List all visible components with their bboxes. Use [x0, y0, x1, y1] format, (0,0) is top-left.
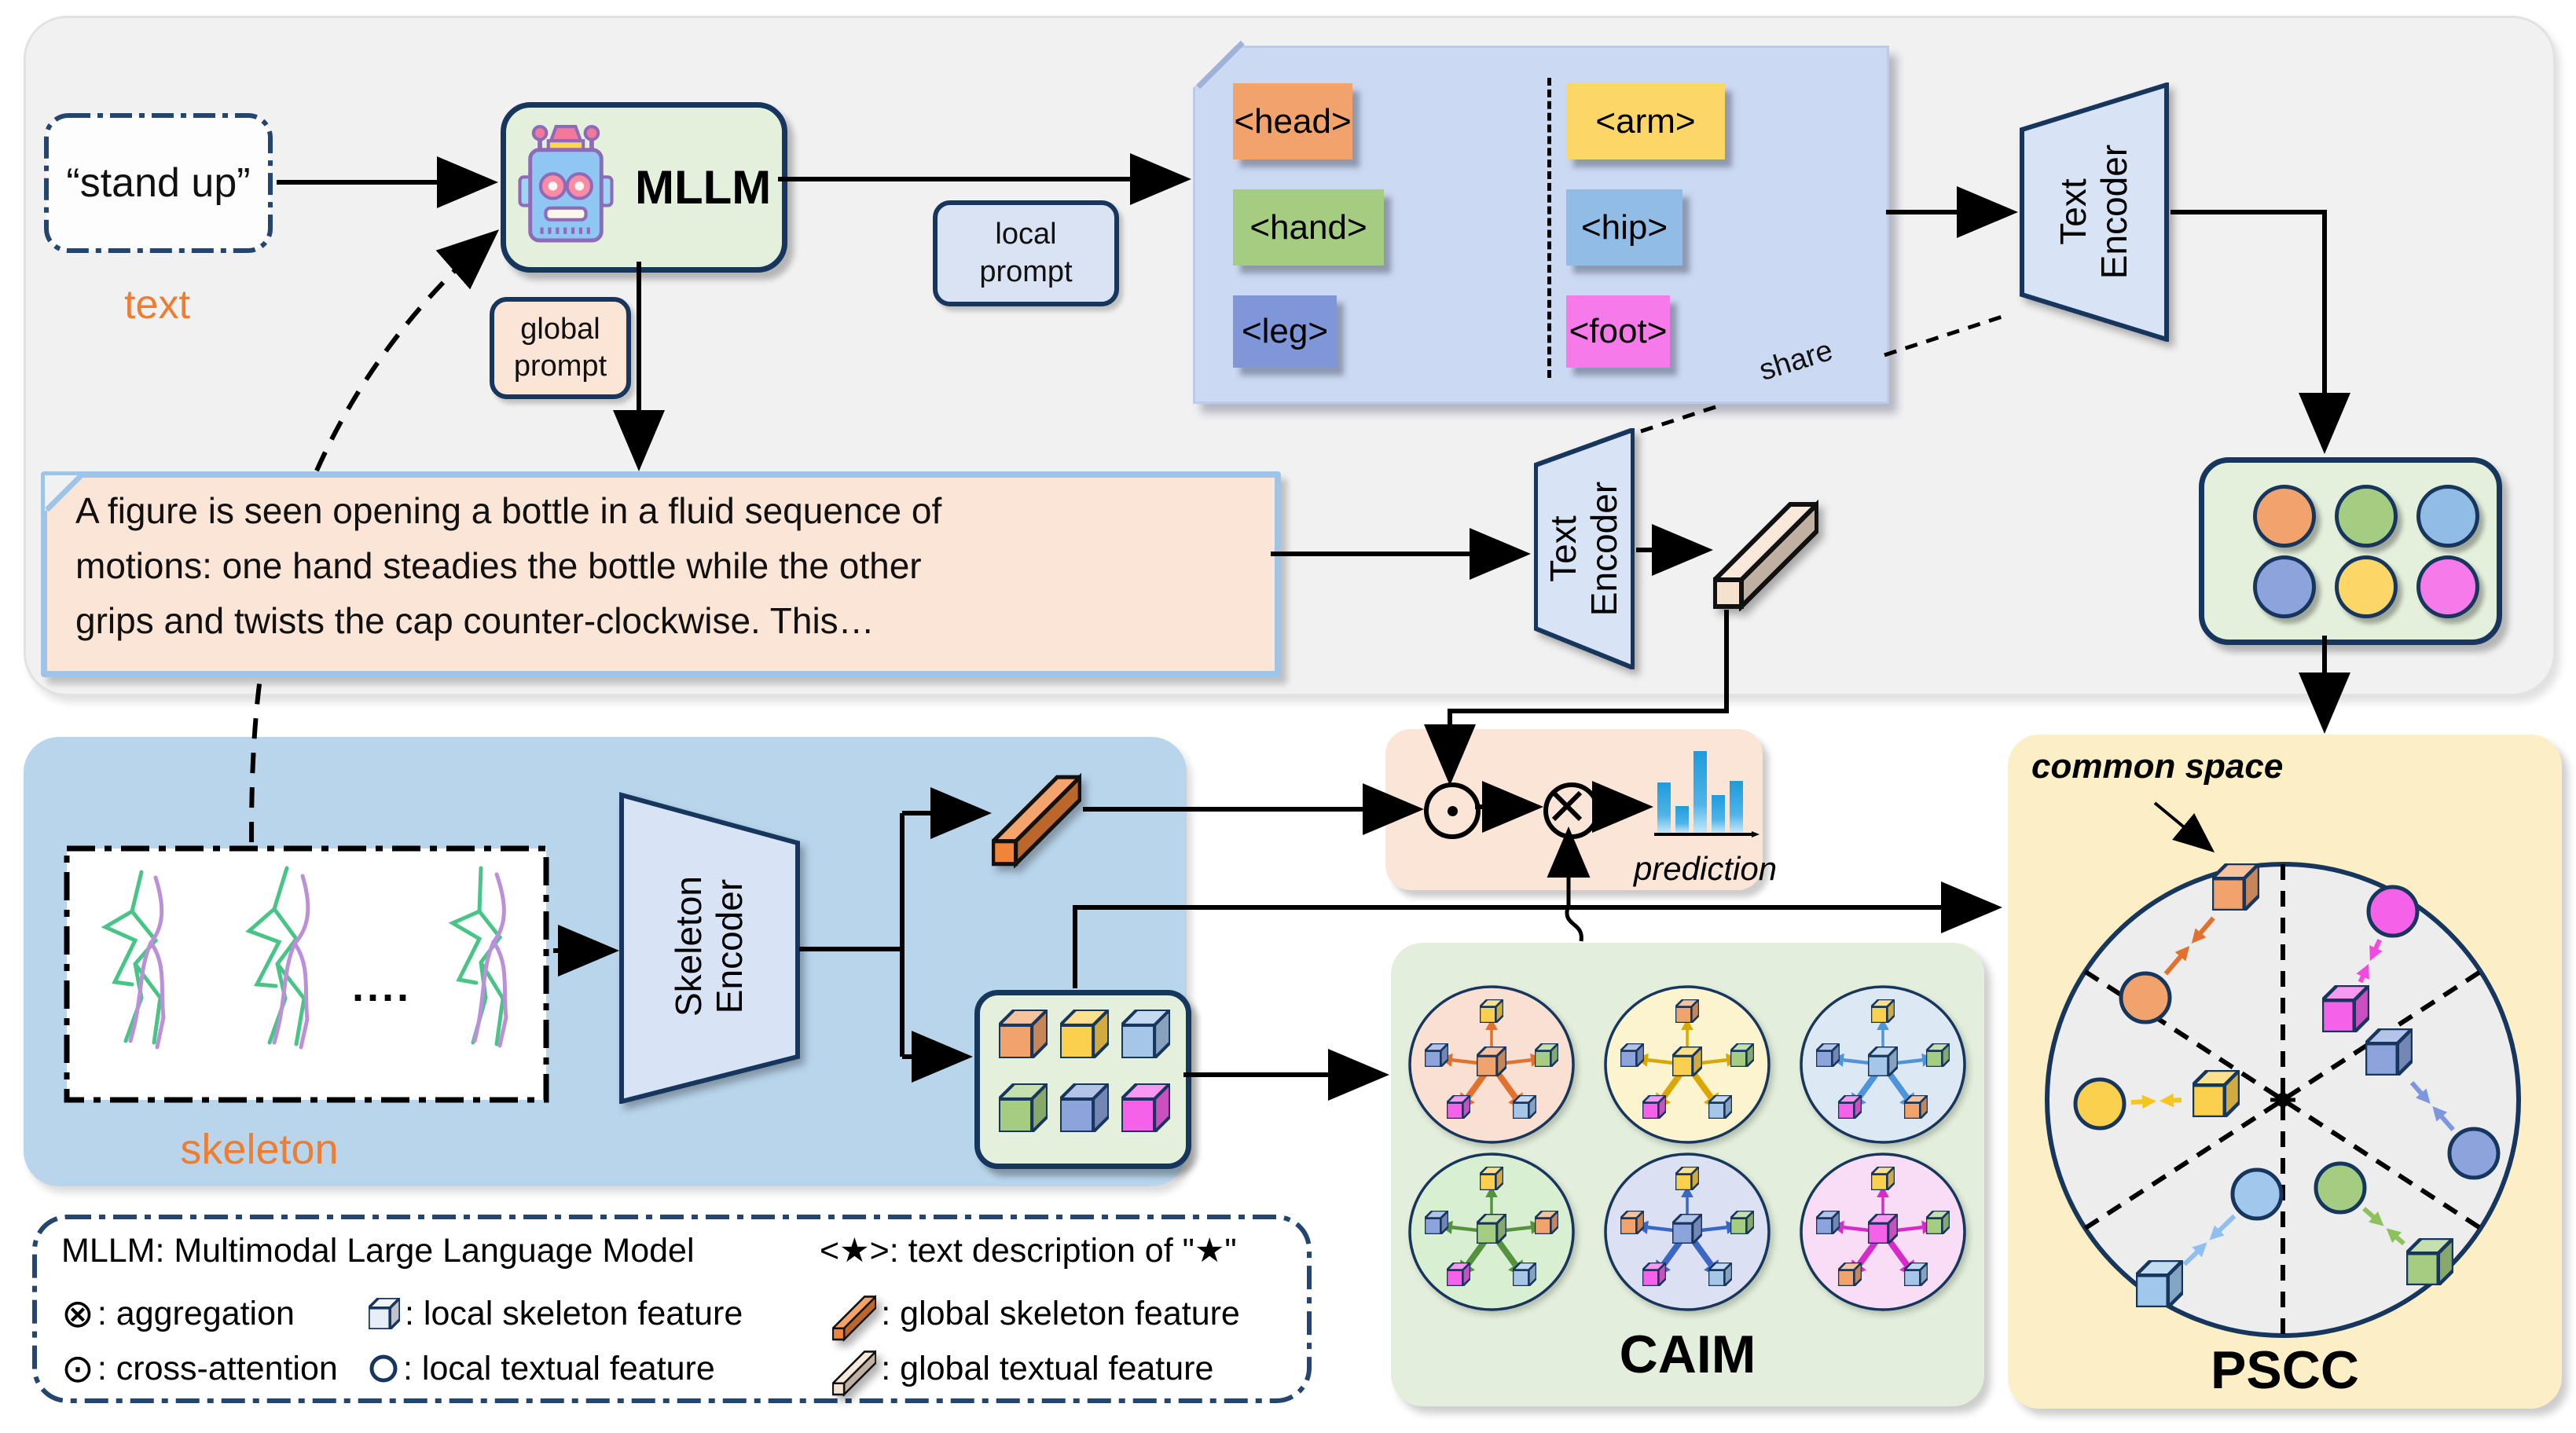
caim-cell-1 [1601, 982, 1774, 1147]
global-textual-feature-bar [1713, 479, 1818, 611]
text-modality-label: text [124, 282, 190, 328]
local-skeleton-feature-cube [1060, 1010, 1109, 1058]
local-prompt-line2: prompt [979, 255, 1073, 288]
text-encoder-top-label1: Text [2053, 178, 2094, 246]
legend-item: : global skeleton feature [827, 1286, 1240, 1342]
global-prompt-line1: global [520, 312, 600, 346]
skeleton-frames-ellipsis: .... [352, 963, 413, 1010]
legend-token-definition: <★>: text description of "★" [820, 1232, 1237, 1270]
token-arm: <arm> [1566, 83, 1725, 159]
local-textual-feature-circle [2416, 555, 2479, 618]
skeleton-encoder-label1: Skeleton [668, 876, 710, 1017]
local-textual-feature-circle [2253, 555, 2316, 618]
token-column-divider [1547, 78, 1551, 378]
local-textual-feature-panel [2199, 457, 2502, 645]
text-encoder-top-label2: Encoder [2093, 145, 2134, 280]
local-textual-feature-circle [2416, 485, 2479, 548]
text-encoder-top: Text Encoder [2020, 82, 2169, 342]
token-leg: <leg> [1233, 295, 1337, 368]
input-text-box: “stand up” [43, 112, 273, 254]
mllm-label: MLLM [635, 161, 772, 214]
legend-text: : global textual feature [881, 1349, 1214, 1387]
skeleton-encoder: Skeleton Encoder [619, 790, 800, 1104]
token-hand: <hand> [1233, 189, 1384, 266]
input-text: “stand up” [66, 160, 251, 206]
legend-border [32, 1215, 1312, 1403]
caim-cell-2 [1796, 982, 1969, 1147]
local-skeleton-feature-cube [1121, 1010, 1170, 1058]
local-textual-feature-circle [2253, 485, 2316, 548]
local-skeleton-feature-cube [999, 1010, 1048, 1058]
common-space-diagram [2045, 862, 2521, 1338]
token-foot: <foot> [1566, 295, 1670, 368]
legend-item: : local textual feature [364, 1350, 827, 1388]
legend-text: : global skeleton feature [881, 1294, 1240, 1332]
caim-cell-0 [1405, 982, 1578, 1147]
legend-symbol: ⊗ [61, 1292, 94, 1336]
legend-item: : local skeleton feature [364, 1295, 827, 1333]
skeleton-input-box: .... [63, 845, 550, 1104]
global-text-description-box: A figure is seen opening a bottle in a f… [41, 471, 1281, 677]
local-skeleton-feature-cube [999, 1083, 1048, 1132]
robot-icon [518, 125, 614, 243]
legend-row-1: MLLM: Multimodal Large Language Model <★… [61, 1231, 1237, 1270]
local-prompt-line1: local [995, 218, 1057, 251]
legend-item: ⊙: cross-attention [61, 1346, 364, 1391]
caim-cell-4 [1601, 1149, 1774, 1314]
legend-item: ⊗: aggregation [61, 1291, 364, 1336]
legend-row-3: ⊙: cross-attention : local textual featur… [61, 1341, 1213, 1397]
dash-dot-border [44, 113, 273, 253]
legend-symbol: ⊙ [61, 1347, 94, 1391]
legend-item: : global textual feature [827, 1341, 1213, 1397]
global-skeleton-feature-bar [992, 756, 1081, 868]
skeleton-figure-1 [101, 870, 166, 1050]
legend: MLLM: Multimodal Large Language Model <★… [31, 1214, 1312, 1404]
text-encoder-mid-label2: Encoder [1583, 481, 1624, 617]
legend-text: : local skeleton feature [405, 1294, 743, 1332]
local-skeleton-feature-cube [1121, 1083, 1170, 1132]
text-encoder-mid-label1: Text [1543, 515, 1584, 582]
local-textual-feature-circle [2335, 485, 2398, 548]
skeleton-encoder-label2: Encoder [708, 879, 750, 1014]
caim-cell-5 [1796, 1149, 1969, 1314]
prediction-bars-icon [1653, 740, 1760, 850]
legend-mllm-definition: MLLM: Multimodal Large Language Model [61, 1231, 695, 1270]
local-skeleton-feature-panel [974, 990, 1191, 1169]
token-hip: <hip> [1566, 189, 1682, 266]
cross-attention-operator-icon [1424, 782, 1481, 839]
prediction-label: prediction [1633, 850, 1778, 887]
caim-cell-3 [1405, 1149, 1578, 1314]
legend-text: : local textual feature [403, 1349, 715, 1387]
skeleton-figure-2 [245, 866, 310, 1050]
local-prompt-badge: local prompt [933, 200, 1119, 306]
skeleton-frames [64, 845, 549, 1103]
body-part-token-panel: <head> <arm> <hand> <hip> <leg> <foot> [1193, 40, 1889, 404]
mllm-box: MLLM [501, 102, 787, 273]
aggregation-operator-icon [1543, 782, 1600, 839]
local-skeleton-feature-cube [1060, 1083, 1109, 1132]
caim-module: CAIM [1391, 943, 1984, 1406]
pscc-label: PSCC [2211, 1340, 2359, 1400]
global-prompt-line2: prompt [513, 350, 607, 383]
token-head: <head> [1233, 83, 1352, 159]
skeleton-modality-label: skeleton [180, 1126, 339, 1173]
skeleton-figure-3 [448, 866, 508, 1048]
legend-text: : aggregation [97, 1294, 295, 1332]
common-space-label: common space [2031, 747, 2284, 786]
legend-text: : cross-attention [97, 1349, 338, 1387]
legend-row-2: ⊗: aggregation : local skeleton feature … [61, 1286, 1240, 1342]
caim-label: CAIM [1619, 1325, 1756, 1384]
local-textual-feature-circle [2335, 555, 2398, 618]
pscc-module: common space PSCC [2008, 735, 2562, 1409]
global-text-description: A figure is seen opening a bottle in a f… [75, 490, 942, 641]
text-encoder-mid: Text Encoder [1534, 428, 1635, 669]
global-prompt-badge: global prompt [490, 297, 631, 399]
